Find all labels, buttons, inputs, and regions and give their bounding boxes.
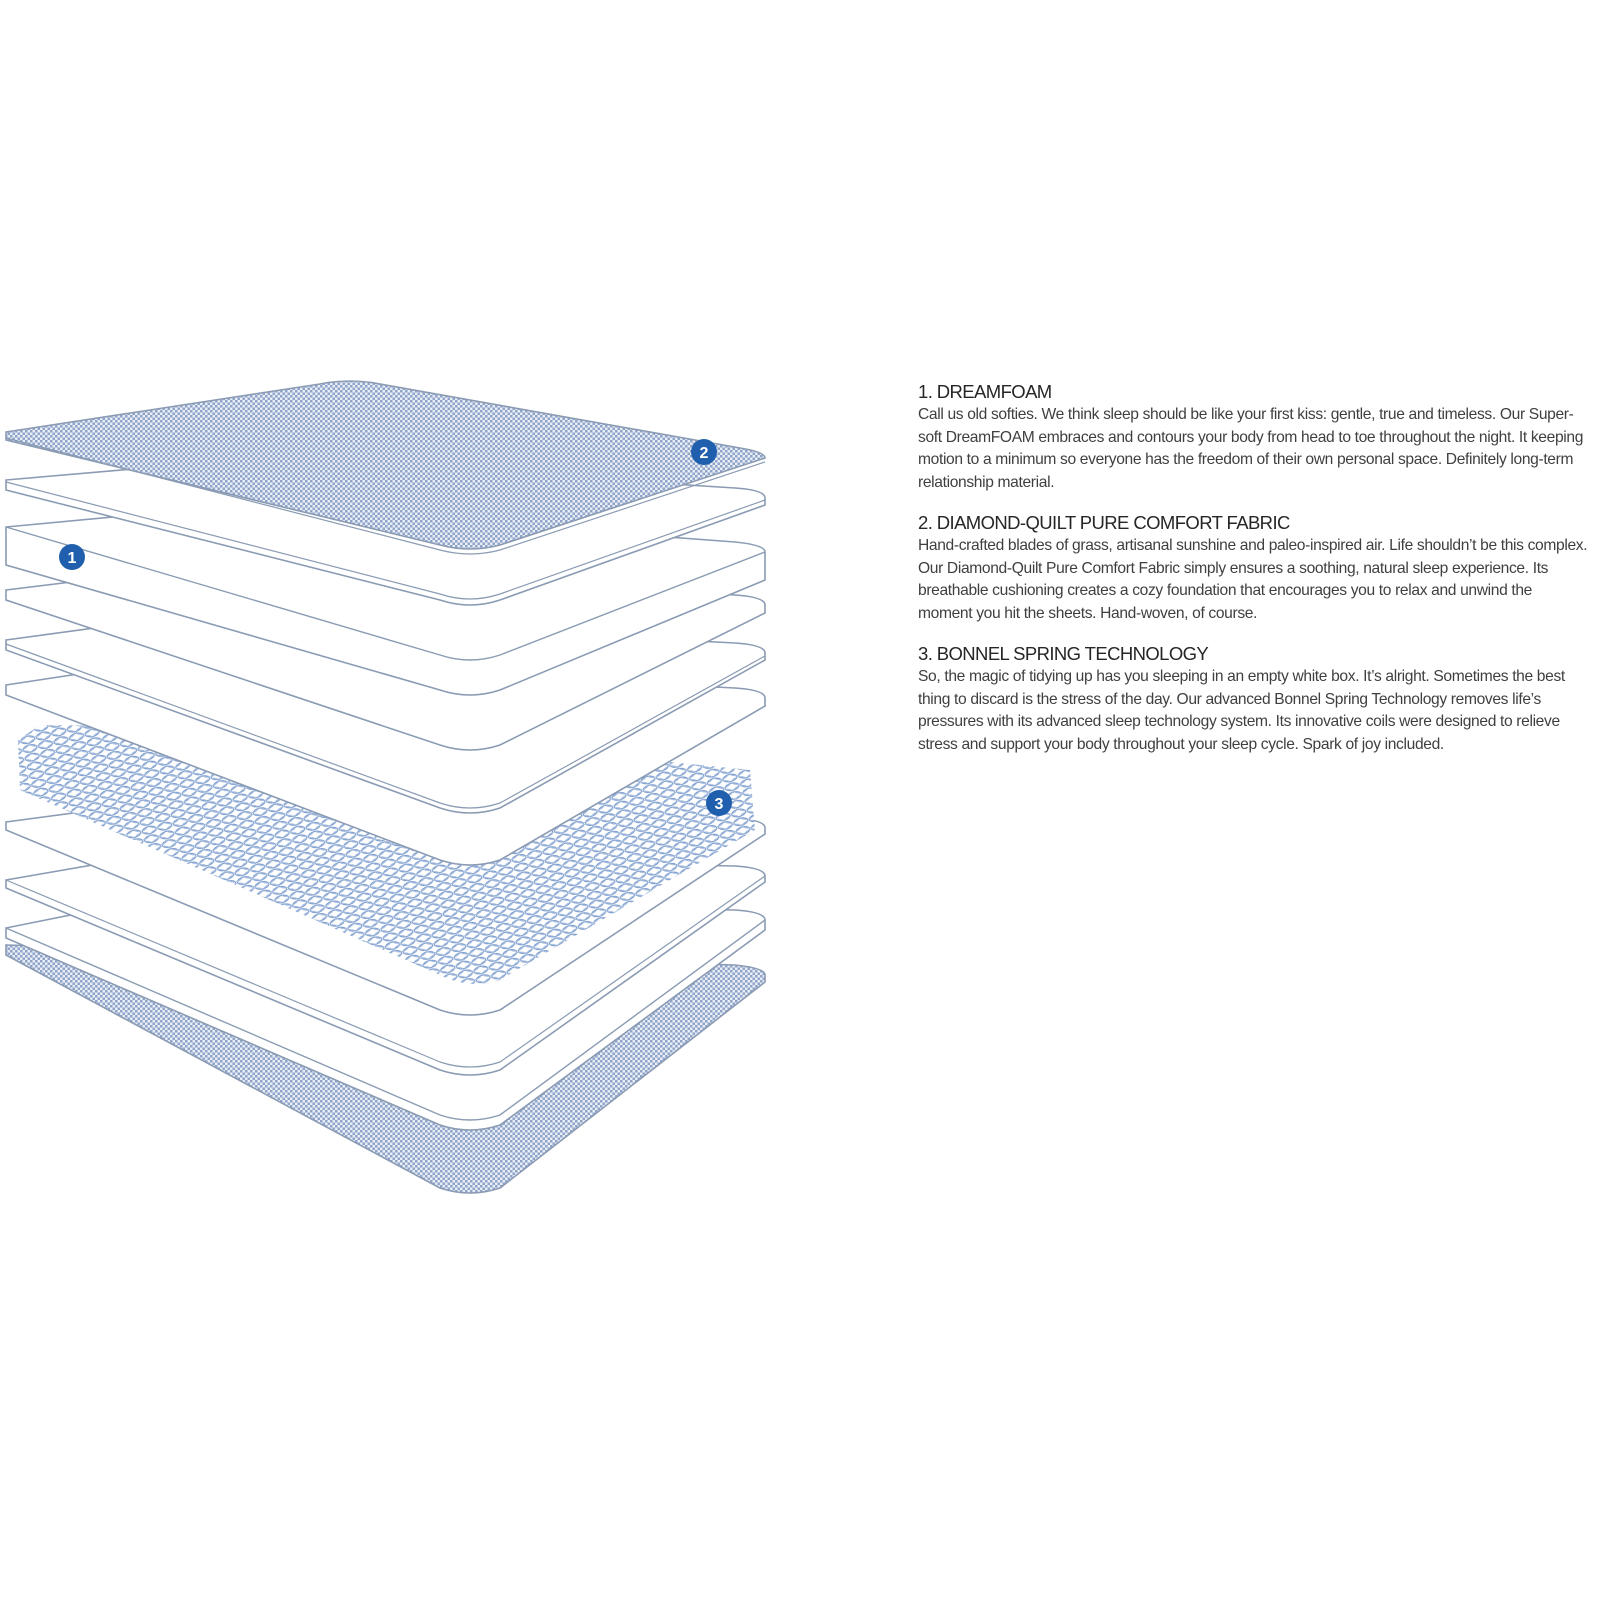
badge-3: 3 xyxy=(706,790,732,816)
section-body: Call us old softies. We think sleep shou… xyxy=(918,406,1584,491)
section-heading: 1. DREAMFOAM xyxy=(918,381,1052,402)
badge-2: 2 xyxy=(691,439,717,465)
section-heading: 2. DIAMOND-QUILT PURE COMFORT FABRIC xyxy=(918,512,1290,533)
section-bonnel-spring: 3. BONNEL SPRING TECHNOLOGY So, the magi… xyxy=(918,642,1588,756)
svg-text:2: 2 xyxy=(700,445,709,462)
mattress-layers-svg: 1 2 3 xyxy=(5,380,766,1194)
feature-descriptions: 1. DREAMFOAM Call us old softies. We thi… xyxy=(918,380,1588,773)
svg-text:1: 1 xyxy=(68,550,77,567)
svg-text:3: 3 xyxy=(715,796,724,813)
section-heading: 3. BONNEL SPRING TECHNOLOGY xyxy=(918,643,1209,664)
section-body: Hand-crafted blades of grass, artisanal … xyxy=(918,537,1588,622)
section-body: So, the magic of tidying up has you slee… xyxy=(918,668,1565,753)
mattress-layers-diagram: 1 2 3 xyxy=(5,380,766,1194)
badge-1: 1 xyxy=(59,544,85,570)
section-dreamfoam: 1. DREAMFOAM Call us old softies. We thi… xyxy=(918,380,1588,494)
section-diamond-quilt-fabric: 2. DIAMOND-QUILT PURE COMFORT FABRIC Han… xyxy=(918,511,1588,625)
layer-top-quilted-fabric xyxy=(5,380,766,555)
